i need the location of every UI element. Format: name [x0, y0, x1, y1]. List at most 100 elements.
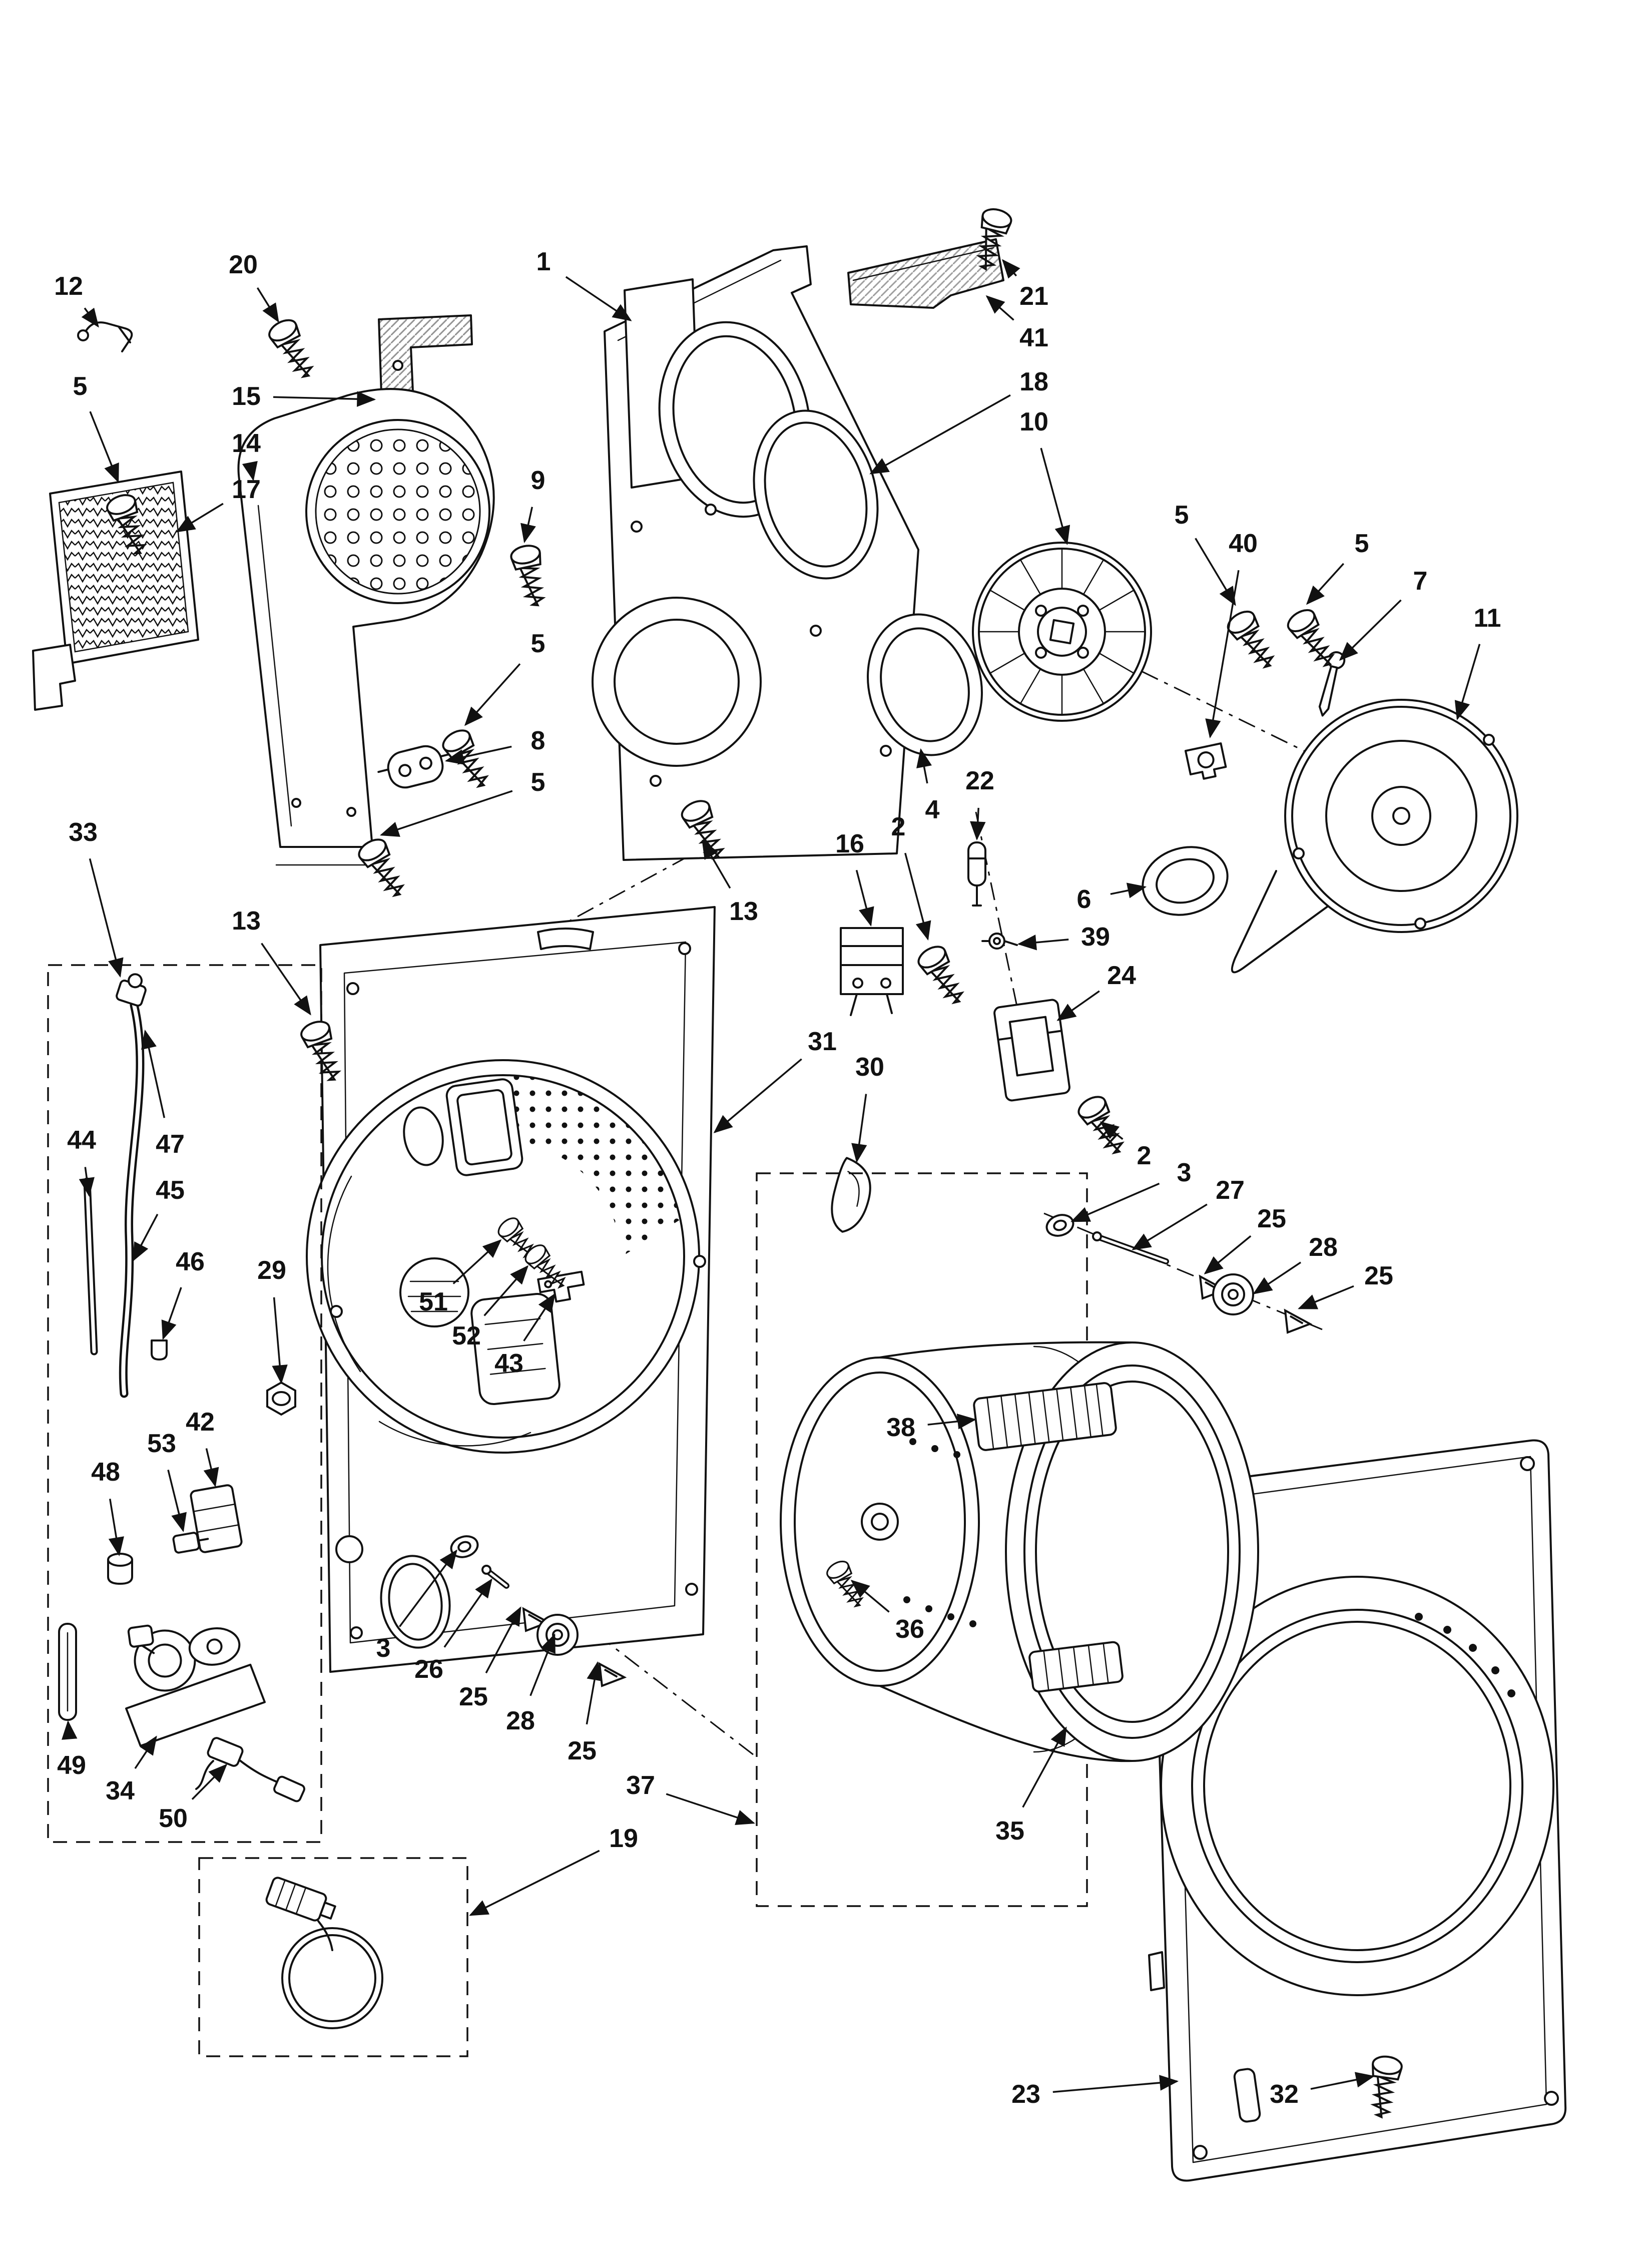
part-air-duct: [831, 1157, 871, 1233]
part-sensor-rod: [83, 1177, 98, 1355]
callout-39: 39: [1081, 923, 1110, 952]
leader-line-25: [1298, 1285, 1354, 1309]
leader-line-13: [261, 943, 311, 1016]
leader-line-46: [161, 1287, 182, 1340]
callout-3: 3: [376, 1634, 391, 1663]
leader-line-48: [108, 1499, 124, 1557]
leader-line-49: [62, 1720, 78, 1740]
part-bearing-cap: [1212, 1273, 1254, 1315]
callout-43: 43: [494, 1349, 523, 1378]
callout-28: 28: [1309, 1233, 1338, 1262]
part-bearing-cap: [536, 1614, 579, 1656]
part-front-panel: [1148, 1439, 1567, 2182]
leader-line-11: [1454, 644, 1481, 721]
leader-line-34: [134, 1735, 157, 1769]
callout-48: 48: [91, 1458, 120, 1487]
callout-25: 25: [1364, 1261, 1393, 1290]
callout-53: 53: [147, 1429, 176, 1458]
leader-line-13: [702, 839, 731, 889]
callout-25: 25: [1257, 1204, 1286, 1233]
leader-line-50: [191, 1763, 228, 1800]
leader-line-4: [916, 748, 932, 784]
leader-line-24: [1056, 990, 1100, 1021]
callout-16: 16: [835, 829, 864, 858]
part-blower-seal: [1142, 846, 1229, 916]
callout-1: 1: [536, 247, 551, 276]
part-screw: [1223, 606, 1282, 675]
leader-line-25: [1204, 1235, 1252, 1274]
leader-line-23: [1052, 2075, 1179, 2093]
callout-42: 42: [186, 1408, 215, 1437]
leader-line-2: [1100, 1121, 1124, 1140]
callout-2: 2: [891, 812, 906, 841]
callout-52: 52: [452, 1321, 481, 1350]
callout-4: 4: [925, 795, 940, 824]
leader-line-38: [927, 1414, 977, 1430]
part-thermostat: [377, 745, 451, 789]
callout-8: 8: [531, 726, 545, 755]
part-top-bracket: [847, 238, 1004, 309]
part-terminal-bracket: [993, 999, 1070, 1102]
callout-9: 9: [531, 466, 545, 495]
leader-line-6: [1110, 882, 1147, 898]
leader-line-32: [1310, 2072, 1375, 2090]
callout-32: 32: [1270, 2080, 1299, 2109]
leader-line-10: [1040, 447, 1070, 546]
callout-12: 12: [54, 272, 83, 301]
leader-line-26: [443, 1578, 492, 1648]
callout-2: 2: [1137, 1141, 1152, 1170]
part-nut: [266, 1382, 296, 1416]
leader-line-2: [904, 852, 931, 941]
leader-line-16: [855, 869, 874, 927]
part-retainer-clip: [594, 1663, 627, 1691]
callout-36: 36: [895, 1615, 924, 1644]
leader-line-25: [586, 1661, 603, 1725]
leader-line-14: [242, 461, 258, 482]
callout-37: 37: [626, 1771, 655, 1800]
part-push-nut: [981, 933, 1018, 950]
callout-30: 30: [855, 1053, 884, 1082]
leader-line-28: [529, 1633, 556, 1696]
leader-line-18: [869, 394, 1011, 475]
callout-14: 14: [232, 429, 261, 458]
callout-25: 25: [568, 1736, 597, 1765]
leader-line-39: [1017, 935, 1069, 951]
callout-13: 13: [232, 906, 261, 936]
part-bracket-clip: [190, 1484, 243, 1553]
part-wire-clip: [77, 321, 133, 352]
leader-line-22: [970, 807, 986, 841]
leader-line-45: [132, 1213, 159, 1262]
part-retainer-clip: [1280, 1309, 1313, 1338]
callout-10: 10: [1019, 407, 1048, 436]
callout-40: 40: [1229, 529, 1258, 558]
part-sensor-hose: [116, 973, 147, 1398]
callout-3: 3: [1177, 1158, 1192, 1187]
part-insulator-strip: [58, 1623, 77, 1721]
callout-18: 18: [1019, 367, 1048, 396]
callout-5: 5: [531, 768, 545, 797]
leader-line-28: [1253, 1261, 1302, 1294]
part-screw: [1074, 1091, 1132, 1161]
part-cotter-pin: [1318, 651, 1346, 717]
callout-28: 28: [506, 1706, 535, 1735]
part-drum: [780, 1341, 1259, 1762]
callout-34: 34: [106, 1776, 135, 1805]
callout-7: 7: [1413, 567, 1428, 596]
callout-45: 45: [156, 1176, 185, 1205]
part-shaft-plug: [967, 841, 986, 906]
part-rear-bulkhead: [306, 906, 716, 1673]
leader-line-5: [464, 663, 521, 726]
leader-line-35: [1022, 1726, 1067, 1808]
leader-line-5: [89, 411, 119, 483]
part-screw: [354, 834, 412, 903]
part-motor-assembly: [125, 1624, 266, 1747]
leader-line-17: [176, 503, 224, 533]
leader-line-31: [713, 1058, 802, 1134]
leader-line-20: [256, 287, 279, 323]
leader-line-42: [203, 1448, 219, 1488]
callout-19: 19: [609, 1824, 638, 1853]
callout-33: 33: [69, 818, 98, 847]
callout-35: 35: [995, 1817, 1024, 1846]
leader-line-3: [398, 1549, 457, 1627]
